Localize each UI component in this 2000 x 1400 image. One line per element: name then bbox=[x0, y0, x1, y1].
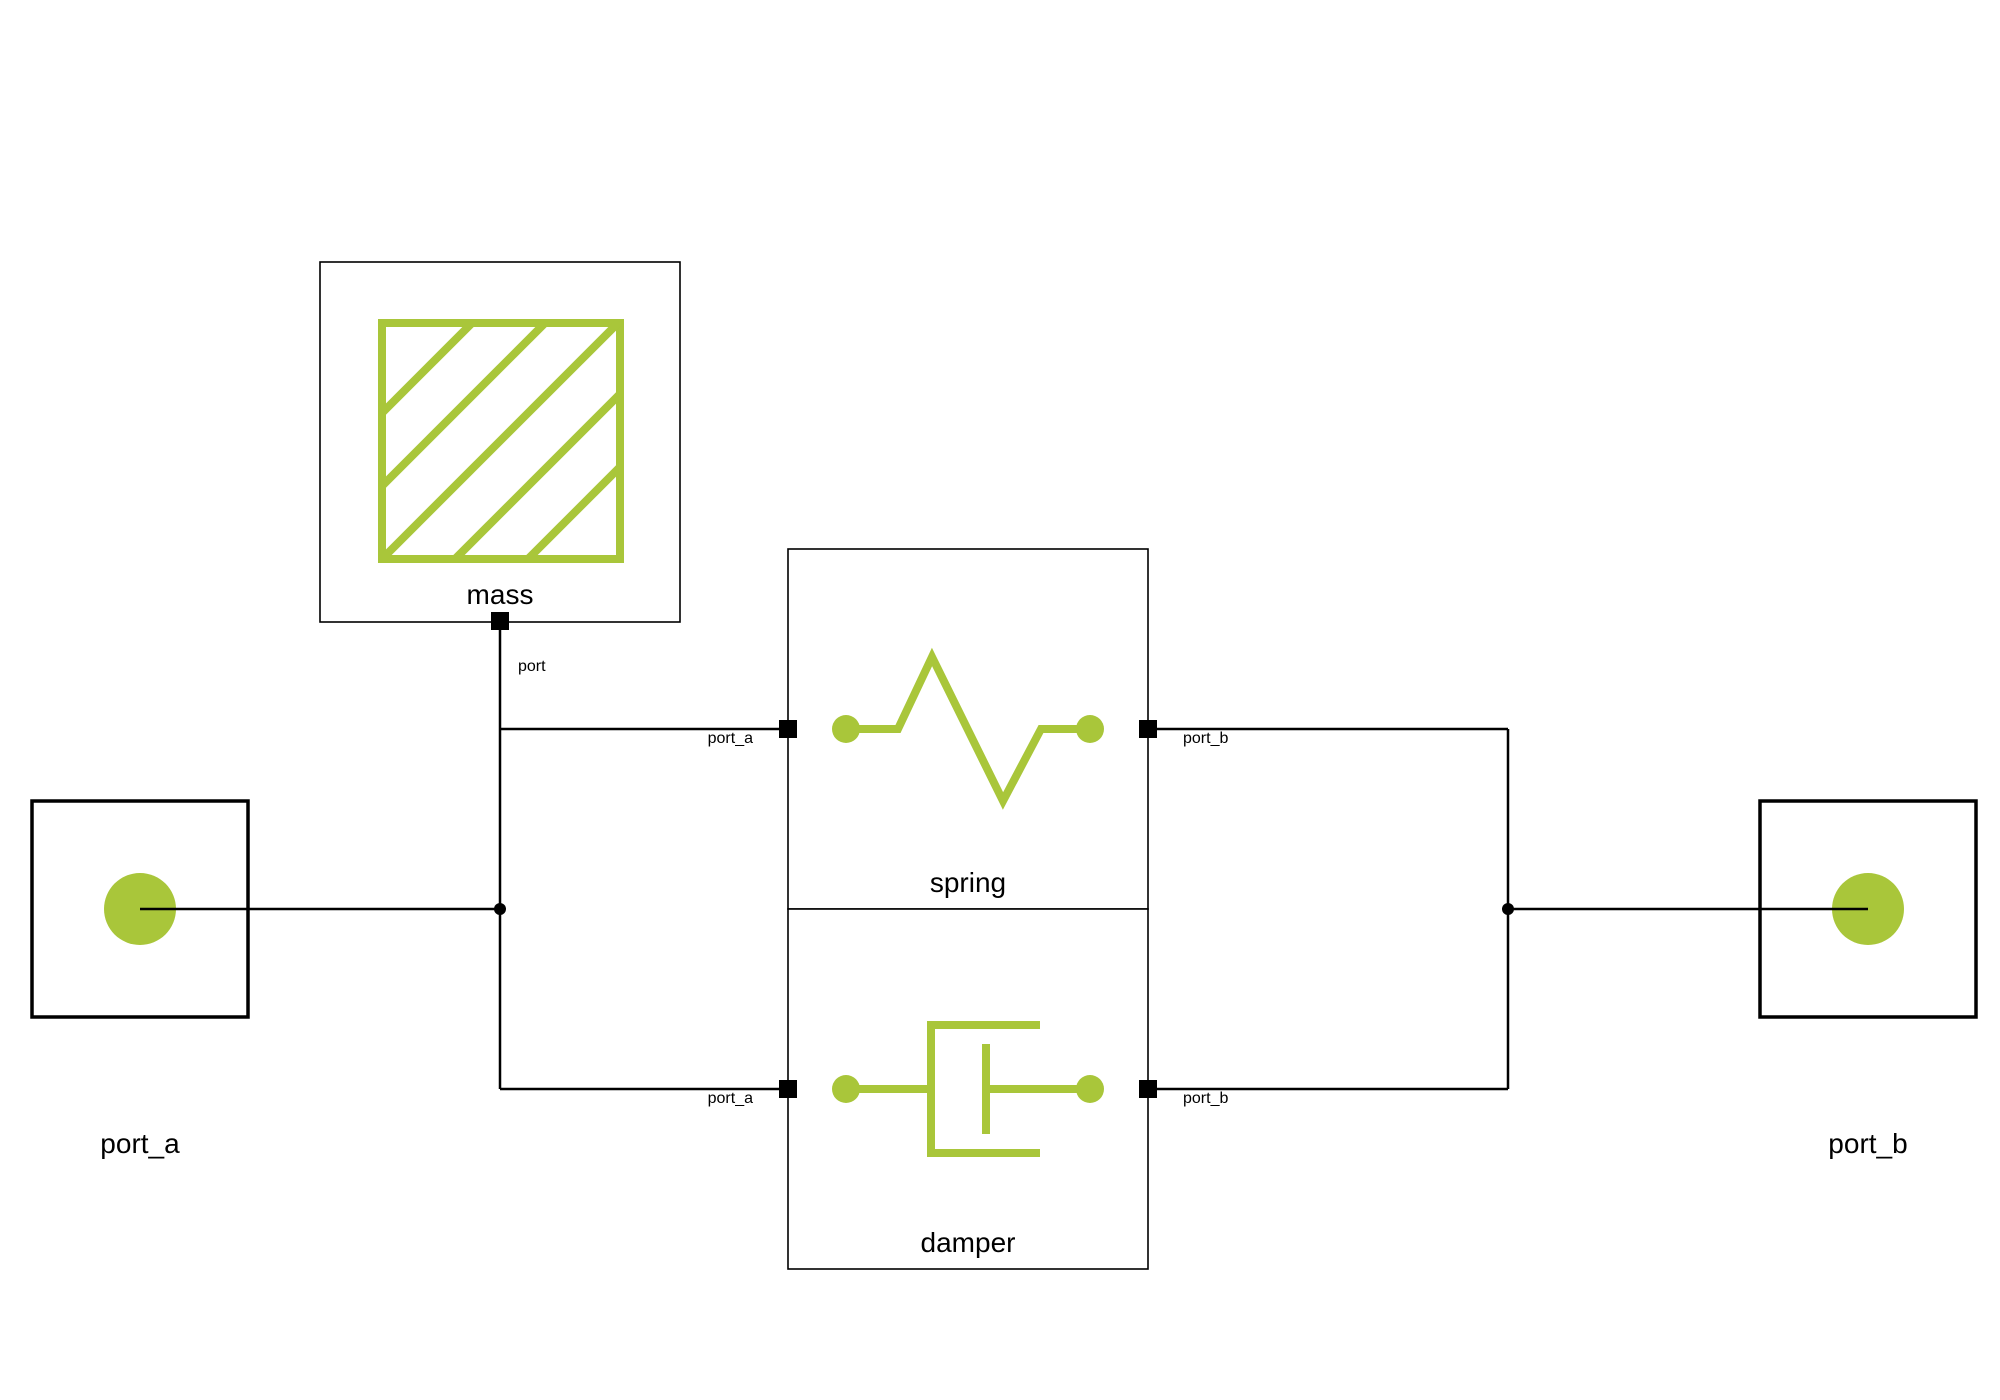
mass-port-label: port bbox=[518, 658, 546, 675]
damper-icon bbox=[832, 1021, 1104, 1157]
spring-zigzag-icon bbox=[832, 647, 1104, 810]
damper-port-a-connector[interactable] bbox=[779, 1080, 797, 1098]
damper-left-terminal-dot bbox=[832, 1075, 860, 1103]
spring-right-terminal-dot bbox=[1076, 715, 1104, 743]
spring-label: spring bbox=[930, 867, 1006, 898]
damper-port-b-connector[interactable] bbox=[1139, 1080, 1157, 1098]
mass-label: mass bbox=[467, 579, 534, 610]
port-a-connector[interactable]: port_a bbox=[30, 799, 250, 1159]
damper-label: damper bbox=[921, 1227, 1016, 1258]
mass-port-connector[interactable] bbox=[491, 612, 509, 630]
port-a-label: port_a bbox=[100, 1128, 180, 1159]
spring-port-b-connector[interactable] bbox=[1139, 720, 1157, 738]
port-b-label: port_b bbox=[1828, 1128, 1907, 1159]
mass-component[interactable]: mass port bbox=[319, 261, 681, 675]
spring-left-terminal-dot bbox=[832, 715, 860, 743]
right-junction-dot bbox=[1502, 903, 1514, 915]
spring-port-a-label: port_a bbox=[708, 730, 753, 747]
spring-port-a-connector[interactable] bbox=[779, 720, 797, 738]
damper-right-terminal-dot bbox=[1076, 1075, 1104, 1103]
left-junction-dot bbox=[494, 903, 506, 915]
damper-port-a-label: port_a bbox=[708, 1090, 753, 1107]
spring-port-b-label: port_b bbox=[1183, 730, 1228, 747]
hatched-square-icon bbox=[378, 319, 624, 563]
port-b-connector[interactable]: port_b bbox=[1758, 799, 1978, 1159]
damper-port-b-label: port_b bbox=[1183, 1090, 1228, 1107]
spring-component[interactable]: spring port_a port_b bbox=[708, 548, 1229, 910]
damper-component[interactable]: damper port_a port_b bbox=[708, 908, 1229, 1270]
